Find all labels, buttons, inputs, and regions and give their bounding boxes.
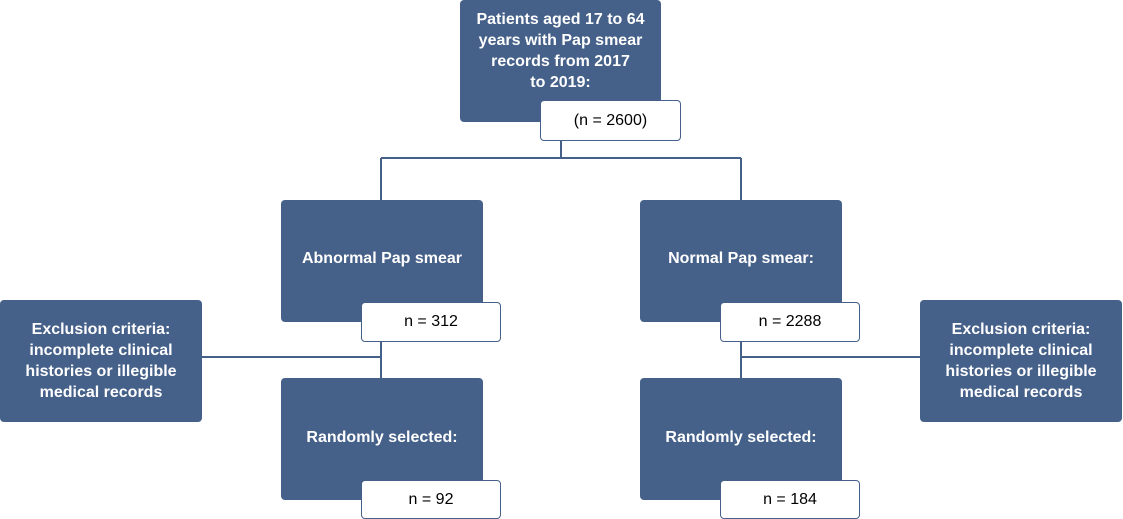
selected-left-count: n = 92 [361, 480, 501, 519]
exclusion-right-text: Exclusion criteria: incomplete clinical … [945, 321, 1097, 401]
top-node-count: (n = 2600) [540, 100, 681, 141]
selected-right-title: Randomly selected: [665, 428, 817, 446]
normal-node: Normal Pap smear: [640, 200, 842, 322]
selected-right-count: n = 184 [720, 480, 860, 519]
exclusion-right-node: Exclusion criteria: incomplete clinical … [920, 300, 1122, 422]
selected-left-node: Randomly selected: [281, 378, 483, 500]
normal-node-count: n = 2288 [720, 302, 860, 342]
exclusion-left-node: Exclusion criteria: incomplete clinical … [0, 300, 202, 422]
exclusion-left-text: Exclusion criteria: incomplete clinical … [25, 321, 177, 401]
top-node-title: Patients aged 17 to 64 years with Pap sm… [476, 11, 645, 91]
abnormal-node-count: n = 312 [361, 302, 501, 342]
abnormal-node: Abnormal Pap smear [281, 200, 483, 322]
abnormal-node-title: Abnormal Pap smear [301, 249, 463, 267]
selected-left-title: Randomly selected: [306, 428, 458, 446]
normal-node-title: Normal Pap smear: [668, 249, 814, 267]
selected-right-node: Randomly selected: [640, 378, 842, 500]
